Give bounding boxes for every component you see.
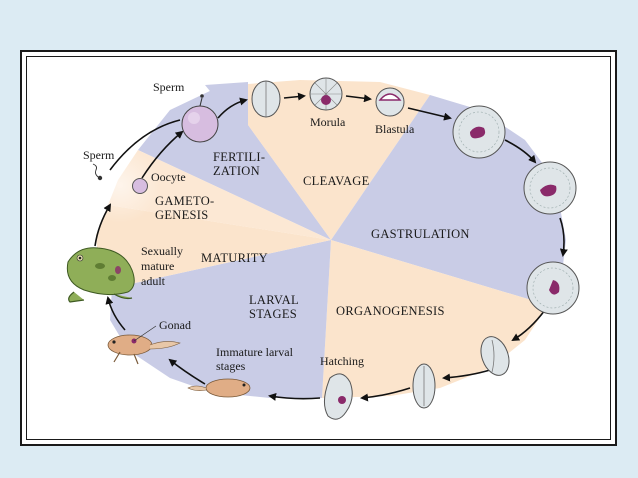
structure-labels: Sperm Sperm Oocyte Morula Blastula Hatch… — [83, 80, 415, 373]
oocyte — [132, 178, 148, 194]
arrow-oocyte-to-egg — [141, 130, 184, 179]
label-oocyte: Oocyte — [151, 170, 186, 184]
label-adult-3: adult — [141, 274, 166, 288]
slide-inner-border — [26, 56, 611, 440]
morula-embryo — [309, 77, 343, 111]
arrow-to-gastrula-3 — [559, 217, 568, 257]
sector-gastrulation — [331, 95, 566, 305]
arrow-to-gastrula-1 — [407, 107, 452, 121]
label-blastula: Blastula — [375, 122, 415, 136]
sector-gametogenesis — [108, 150, 331, 240]
two-cell-embryo — [251, 80, 281, 118]
blastula-embryo — [375, 87, 405, 117]
arrow-to-neurula — [511, 309, 546, 342]
arrow-to-gastrula-2 — [504, 139, 537, 164]
hatching-embryo — [324, 373, 353, 420]
label-sperm-left: Sperm — [83, 148, 115, 162]
immature-tadpole — [187, 378, 251, 398]
label-immature-larval-1: Immature larval — [216, 345, 294, 359]
gastrula-embryo-3 — [526, 261, 580, 315]
fertilized-egg — [181, 94, 219, 143]
sector-maturity — [96, 205, 331, 288]
arrow-to-tadpole — [268, 392, 321, 401]
label-hatching: Hatching — [320, 354, 364, 368]
label-adult-1: Sexually — [141, 244, 183, 258]
label-gonad: Gonad — [159, 318, 191, 332]
gastrula-embryo-1 — [452, 105, 506, 159]
sperm-left-icon — [92, 163, 103, 181]
label-adult-2: mature — [141, 259, 174, 273]
label-larval-2: STAGES — [249, 307, 297, 321]
label-sperm-top: Sperm — [153, 80, 185, 94]
arrow-to-hatching — [360, 387, 411, 402]
label-organogenesis: ORGANOGENESIS — [336, 304, 445, 318]
arrow-sperm-to-egg — [109, 119, 181, 171]
adult-frog — [66, 247, 135, 303]
label-fertilization-1: FERTILI- — [213, 150, 265, 164]
label-gastrulation: GASTRULATION — [371, 227, 470, 241]
label-gametogenesis-2: GENESIS — [155, 208, 209, 222]
arrow-egg-to-cleavage — [217, 97, 248, 119]
arrow-to-tailbud — [442, 369, 491, 382]
arrow-frog-to-gametes — [94, 203, 112, 247]
label-cleavage: CLEAVAGE — [303, 174, 370, 188]
sector-cleavage — [248, 80, 430, 240]
arrow-to-frog — [105, 296, 126, 331]
neurula-embryo — [480, 336, 510, 376]
gastrula-embryo-2 — [523, 161, 577, 215]
stage-labels: FERTILI- ZATION CLEAVAGE GASTRULATION OR… — [155, 150, 470, 321]
label-gametogenesis-1: GAMETO- — [155, 194, 215, 208]
label-larval-1: LARVAL — [249, 293, 299, 307]
label-maturity: MATURITY — [201, 251, 268, 265]
label-morula: Morula — [310, 115, 346, 129]
arrow-to-morula — [283, 92, 306, 101]
cycle-arrows — [94, 92, 568, 402]
limbed-tadpole — [107, 325, 181, 365]
arrow-to-blastula — [345, 94, 372, 103]
arrow-to-larva — [168, 358, 206, 385]
tailbud-embryo — [412, 363, 436, 409]
label-fertilization-2: ZATION — [213, 164, 260, 178]
label-immature-larval-2: stages — [216, 359, 246, 373]
sector-larval — [110, 240, 331, 398]
